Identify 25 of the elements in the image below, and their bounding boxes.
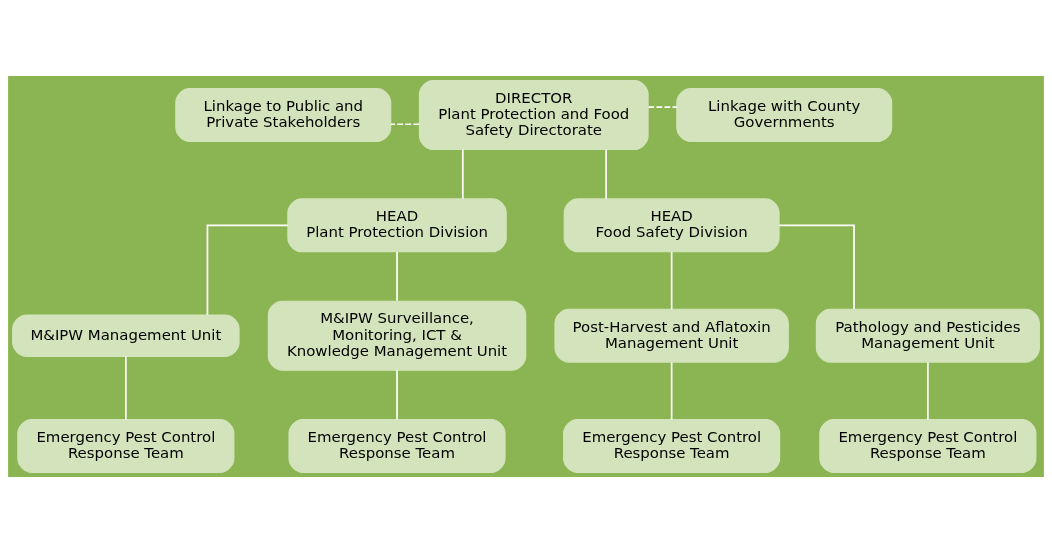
connector	[390, 122, 420, 125]
connector	[396, 368, 398, 420]
node-box: DIRECTOR Plant Protection and Food Safety Directorate	[418, 79, 649, 150]
connector	[461, 148, 464, 199]
node-box: Emergency Pest Control Response Team	[563, 418, 781, 473]
node-box: HEAD Plant Protection Division	[287, 197, 507, 252]
connector	[670, 361, 673, 420]
connector	[778, 224, 855, 310]
connector	[647, 105, 678, 108]
node-box: Emergency Pest Control Response Team	[819, 418, 1037, 473]
node-box: Linkage with County Governments	[676, 87, 893, 142]
connector	[206, 224, 289, 316]
node-box: M&IPW Management Unit	[12, 313, 240, 357]
connector	[396, 250, 398, 302]
node-box: Pathology and Pesticides Management Unit	[815, 308, 1040, 363]
node-box: Post-Harvest and Aflatoxin Management Unit	[554, 308, 789, 363]
node-box: HEAD Food Safety Division	[563, 197, 780, 252]
node-box: Linkage to Public and Private Stakeholders	[175, 87, 392, 142]
connector	[927, 361, 929, 420]
connector	[605, 148, 607, 199]
node-box: Emergency Pest Control Response Team	[288, 418, 506, 473]
node-box: Emergency Pest Control Response Team	[17, 418, 235, 473]
connector	[125, 355, 127, 420]
connector	[670, 250, 673, 310]
node-box: M&IPW Surveillance, Monitoring, ICT & Knowledge Management Unit	[267, 300, 527, 371]
